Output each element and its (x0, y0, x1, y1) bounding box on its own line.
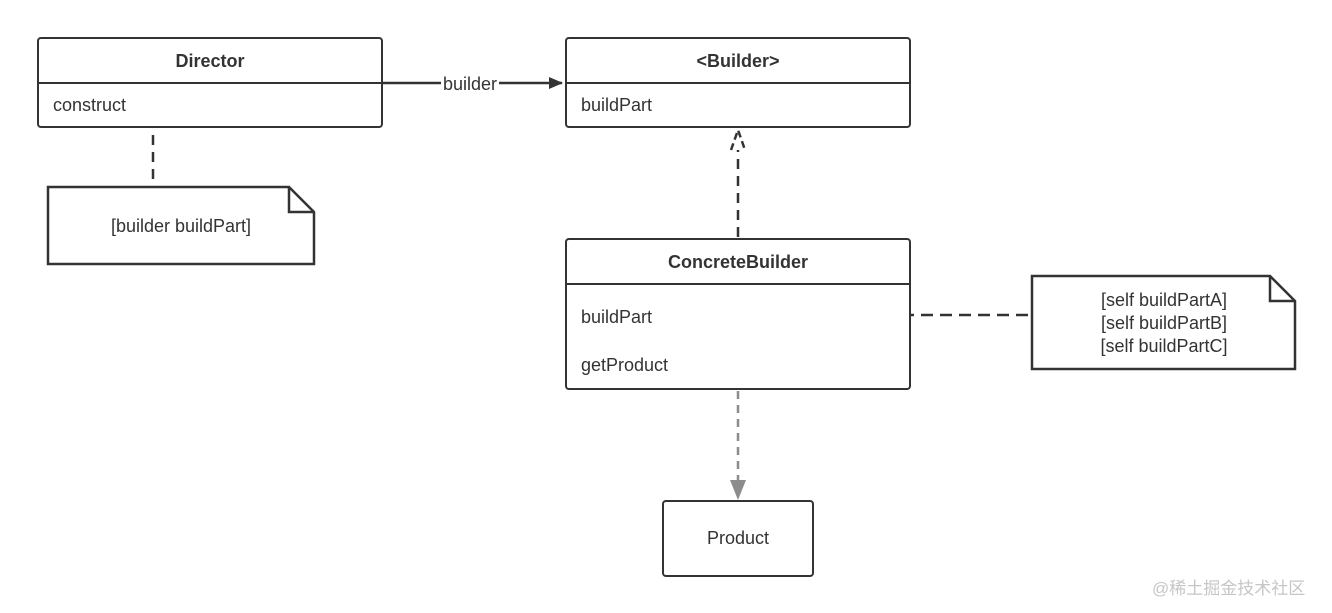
dependency-arrowhead (730, 480, 746, 500)
director-method-construct: construct (53, 95, 127, 115)
concrete-note-shape (1030, 274, 1297, 371)
concrete-note-line-b: [self buildPartB] (1100, 313, 1228, 333)
concrete-builder-class[interactable]: ConcreteBuilder buildPart getProduct (565, 238, 911, 390)
realization-arrowhead (729, 126, 747, 151)
concrete-builder-method-getproduct: getProduct (581, 355, 669, 375)
builder-class[interactable]: <Builder> buildPart (565, 37, 911, 128)
concrete-builder-title: ConcreteBuilder (567, 240, 909, 285)
concrete-note-line-c: [self buildPartC] (1100, 336, 1228, 356)
concrete-note-text: [self buildPartA] [self buildPartB] [sel… (1032, 289, 1296, 358)
builder-method-buildpart: buildPart (581, 95, 653, 115)
product-title: Product (706, 528, 770, 548)
concrete-builder-method-buildpart: buildPart (581, 307, 653, 327)
association-label: builder (441, 74, 500, 95)
product-class[interactable]: Product (662, 500, 814, 577)
director-note-text: [builder buildPart] (48, 215, 314, 238)
director-note-shape (46, 185, 316, 266)
watermark: @稀土掘金技术社区 (1152, 579, 1306, 598)
director-title: Director (39, 39, 381, 84)
director-class[interactable]: Director construct (37, 37, 383, 128)
director-note-line: [builder buildPart] (110, 216, 252, 236)
concrete-note-line-a: [self buildPartA] (1100, 290, 1228, 310)
builder-title: <Builder> (567, 39, 909, 84)
